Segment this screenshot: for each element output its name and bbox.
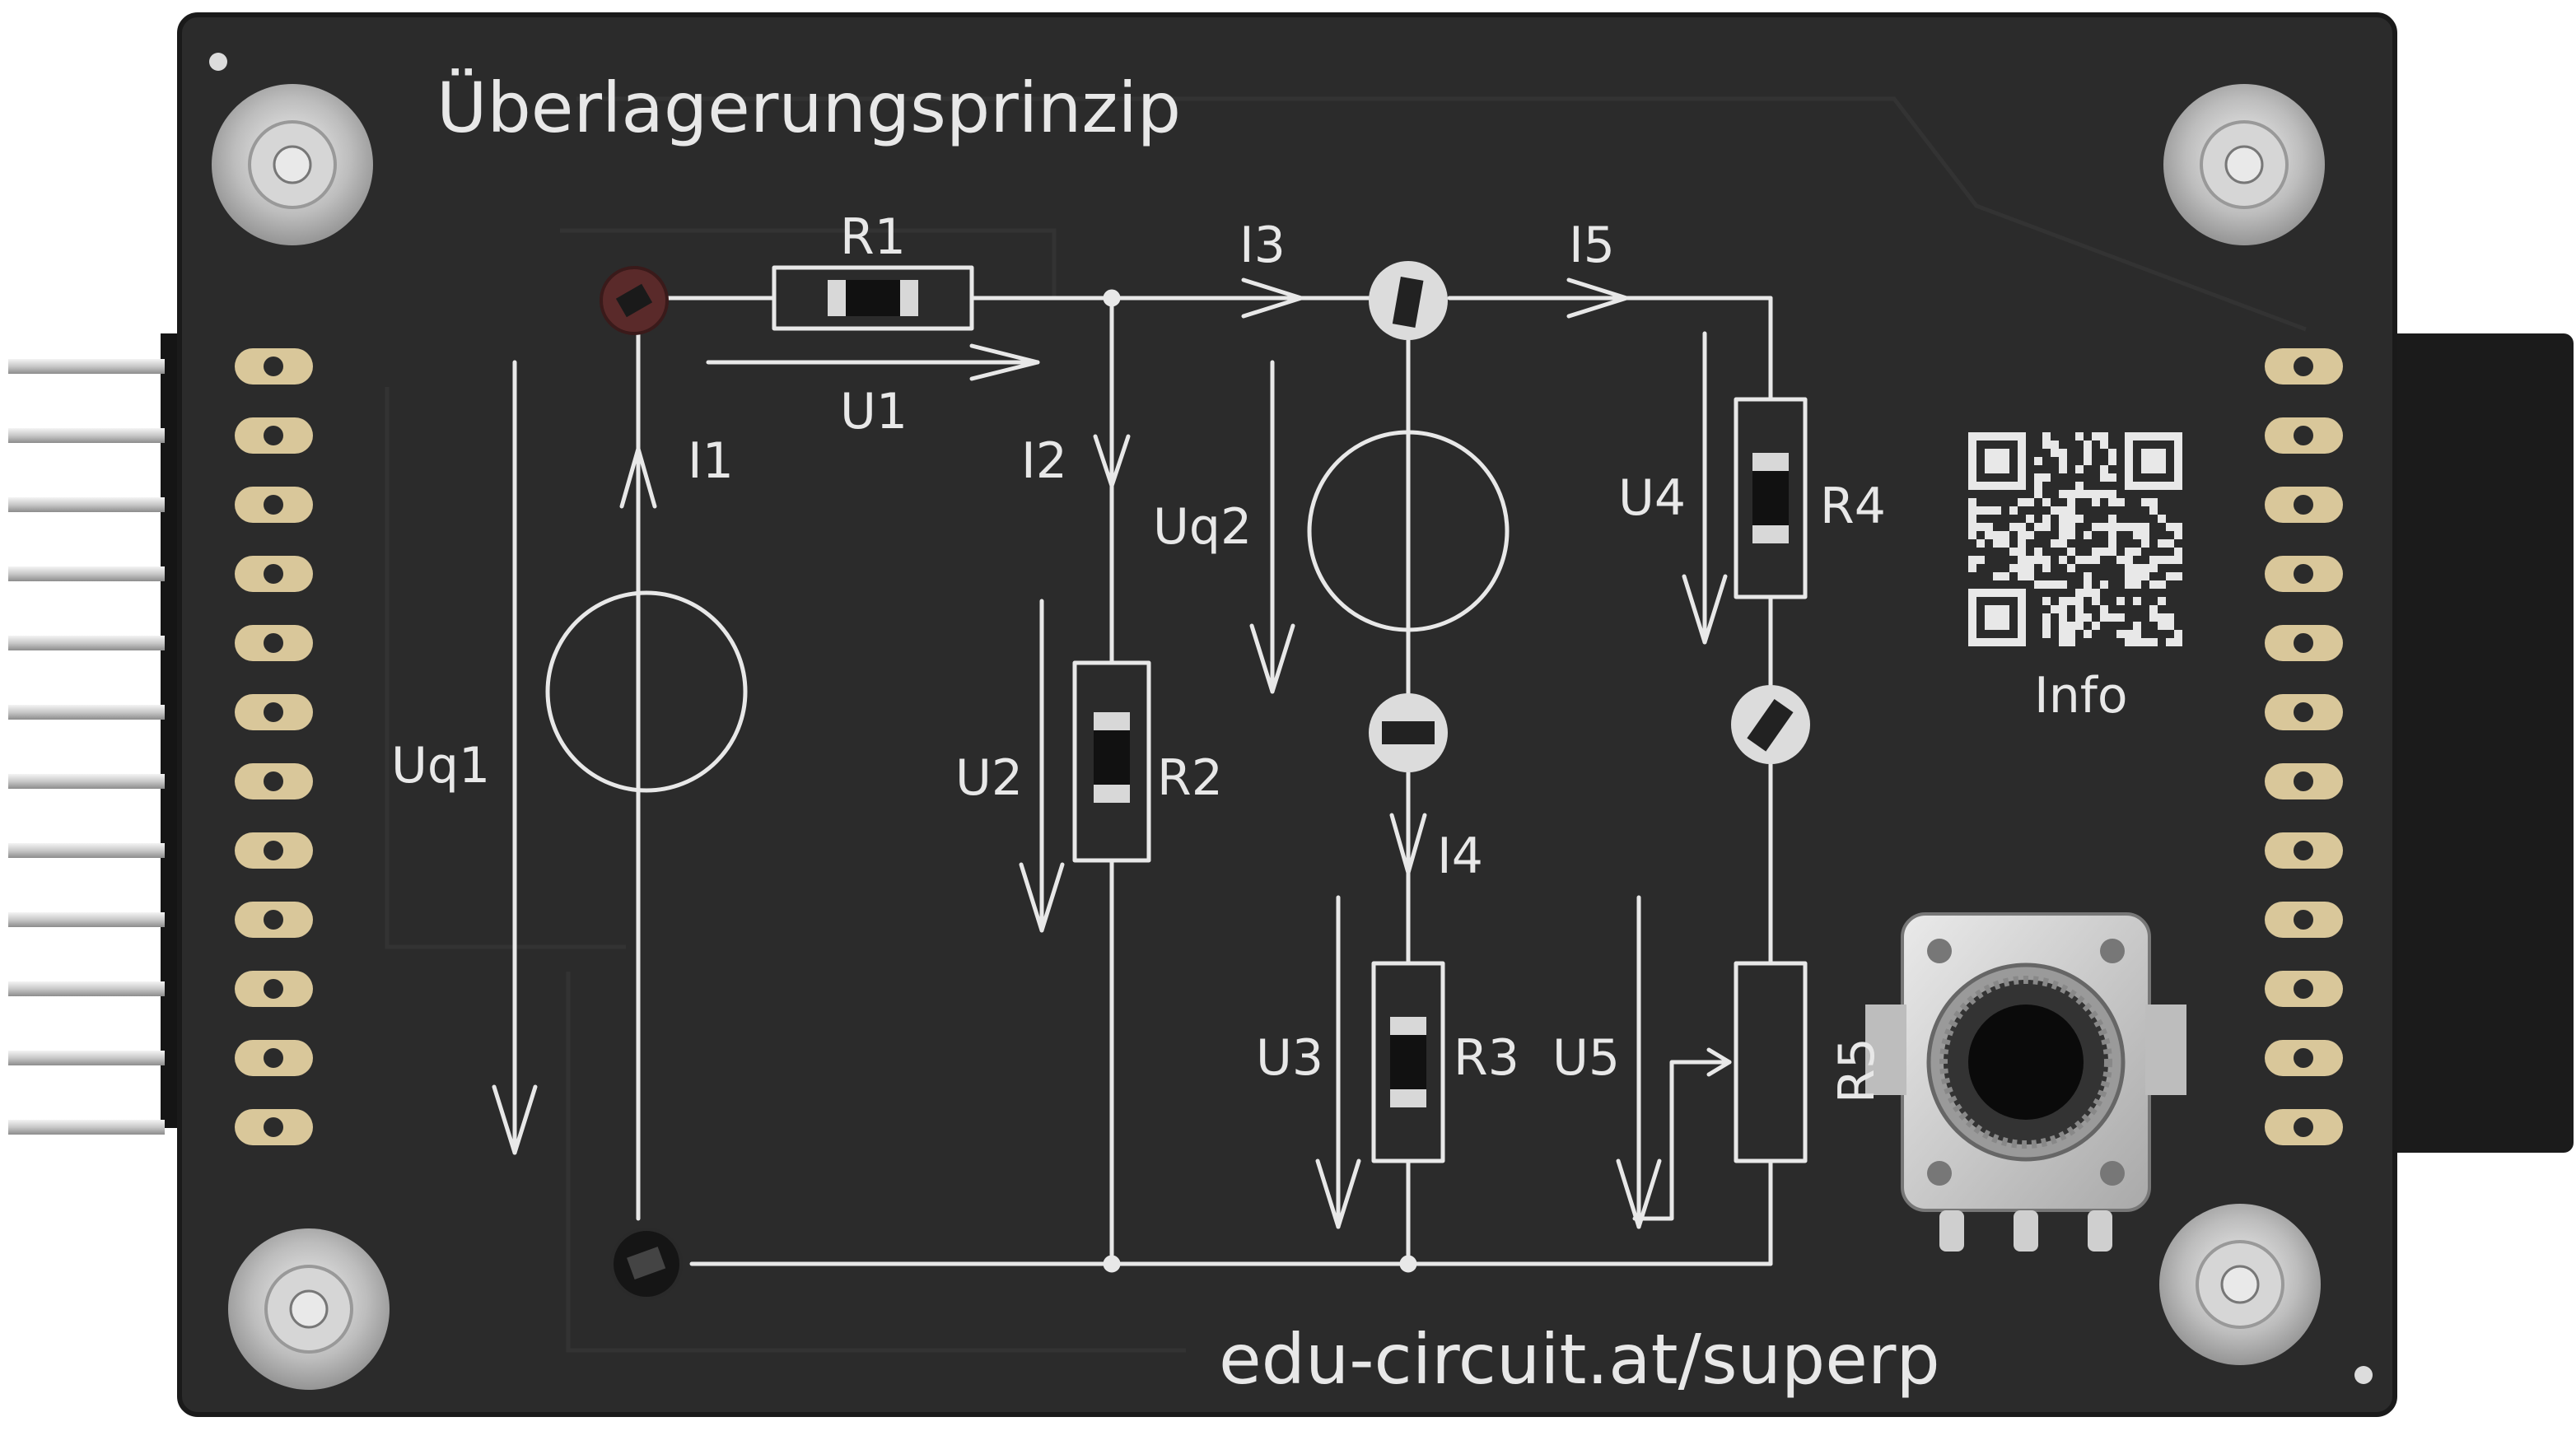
jumper-pad-i5 [1731,685,1810,764]
label-u2: U2 [955,749,1023,807]
label-uq1: Uq1 [391,737,490,795]
qr-info-label: Info [2034,667,2128,725]
qr-code [1963,427,2187,651]
board-url: edu-circuit.at/superp [1219,1319,1940,1400]
label-i5: I5 [1569,217,1615,274]
mounting-nut-bottom-right [2159,1204,2321,1365]
label-r1: R1 [840,208,906,266]
smd-resistor-r3 [1390,1017,1426,1107]
header-pin [8,497,165,512]
potentiometer-r5[interactable] [1865,912,2186,1252]
right-connector [2343,333,2574,1153]
label-i3: I3 [1239,217,1286,274]
header-pin [8,912,165,927]
smd-resistor-r4 [1752,453,1789,543]
header-pin [8,843,165,858]
jumper-pad-i3 [1369,261,1448,340]
header-pin [8,1051,165,1065]
mounting-nut-top-left [212,84,373,245]
copper-pour-outlines [385,96,2307,1353]
smd-resistor-r1 [828,280,918,316]
label-uq2: Uq2 [1153,498,1252,556]
test-point-black [610,1228,683,1300]
pcb-body [180,15,2395,1415]
label-i1: I1 [688,432,734,490]
label-i2: I2 [1021,432,1067,490]
label-u1: U1 [840,383,908,440]
header-pin [8,1120,165,1135]
label-u3: U3 [1256,1029,1323,1087]
label-u5: U5 [1552,1029,1620,1087]
label-r4: R4 [1820,478,1886,535]
board-title: Überlagerungsprinzip [436,68,1181,148]
label-r2: R2 [1157,749,1223,807]
header-pin [8,566,165,581]
smd-resistor-r2 [1094,712,1130,803]
header-pin [8,981,165,996]
header-pin [8,705,165,720]
header-pin [8,359,165,374]
label-r3: R3 [1454,1029,1519,1087]
header-pin [8,636,165,650]
label-i4: I4 [1437,827,1483,885]
label-r5: R5 [1828,1037,1886,1103]
header-pin [8,774,165,789]
header-pin [8,428,165,443]
mounting-nut-top-right [2163,84,2325,245]
left-header-pads [235,348,313,1145]
via [2354,1366,2373,1384]
right-header-pads [2265,348,2343,1145]
test-point-red [600,266,669,335]
jumper-pad-i4 [1369,693,1448,772]
schematic-silkscreen [492,265,1808,1273]
mounting-nut-bottom-left [228,1228,390,1390]
via [209,53,227,71]
label-u4: U4 [1618,469,1686,527]
